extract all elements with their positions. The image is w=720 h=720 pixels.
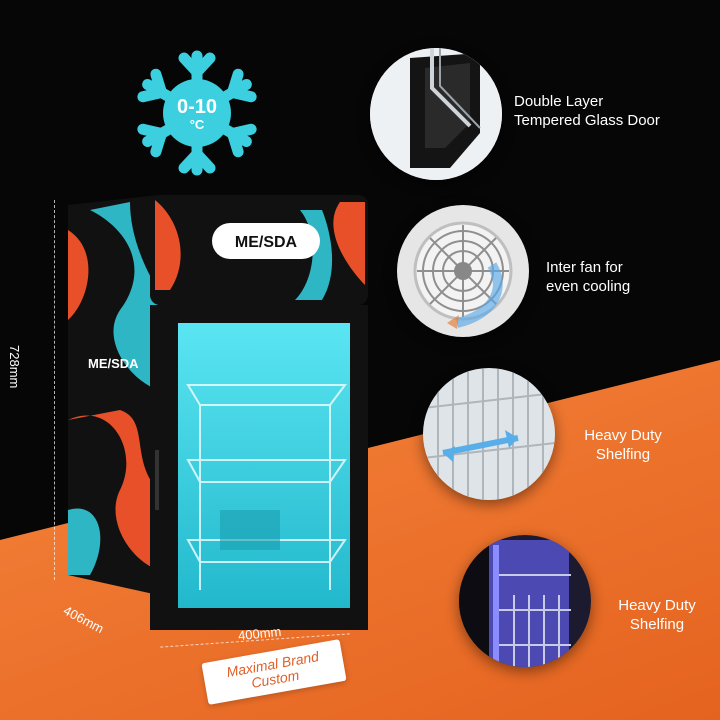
height-dimension: 728mm xyxy=(7,345,22,389)
feature-3-line-1: Heavy Duty xyxy=(584,427,662,444)
feature-2-line-2: even cooling xyxy=(546,278,631,295)
feature-4-line-1: Heavy Duty xyxy=(618,597,696,614)
feature-1-line-2: Tempered Glass Door xyxy=(514,112,660,129)
fan-feature-image xyxy=(397,205,529,337)
lit-shelf-feature-image xyxy=(459,535,591,667)
feature-label-2: Inter fan for even cooling xyxy=(546,258,630,296)
svg-text:ME/SDA: ME/SDA xyxy=(88,356,139,371)
feature-label-1: Double Layer Tempered Glass Door xyxy=(514,92,660,130)
height-guide xyxy=(54,200,55,580)
display-fridge-image: ME/SDA ME/SDA xyxy=(68,195,368,630)
feature-2-line-1: Inter fan for xyxy=(546,259,623,276)
snowflake-icon xyxy=(132,50,262,178)
shelf-feature-image xyxy=(423,368,555,500)
temperature-range: 0-10 xyxy=(176,96,218,118)
feature-4-line-2: Shelfing xyxy=(629,616,685,633)
glass-door-feature-image xyxy=(370,48,502,180)
feature-3-line-2: Shelfing xyxy=(595,446,651,463)
temperature-label: 0-10 °C xyxy=(164,96,230,132)
feature-label-3: Heavy Duty Shelfing xyxy=(568,426,678,464)
feature-label-4: Heavy Duty Shelfing xyxy=(602,596,712,634)
temperature-unit: °C xyxy=(189,117,205,132)
svg-text:ME/SDA: ME/SDA xyxy=(235,234,298,251)
feature-1-line-1: Double Layer xyxy=(514,93,604,110)
